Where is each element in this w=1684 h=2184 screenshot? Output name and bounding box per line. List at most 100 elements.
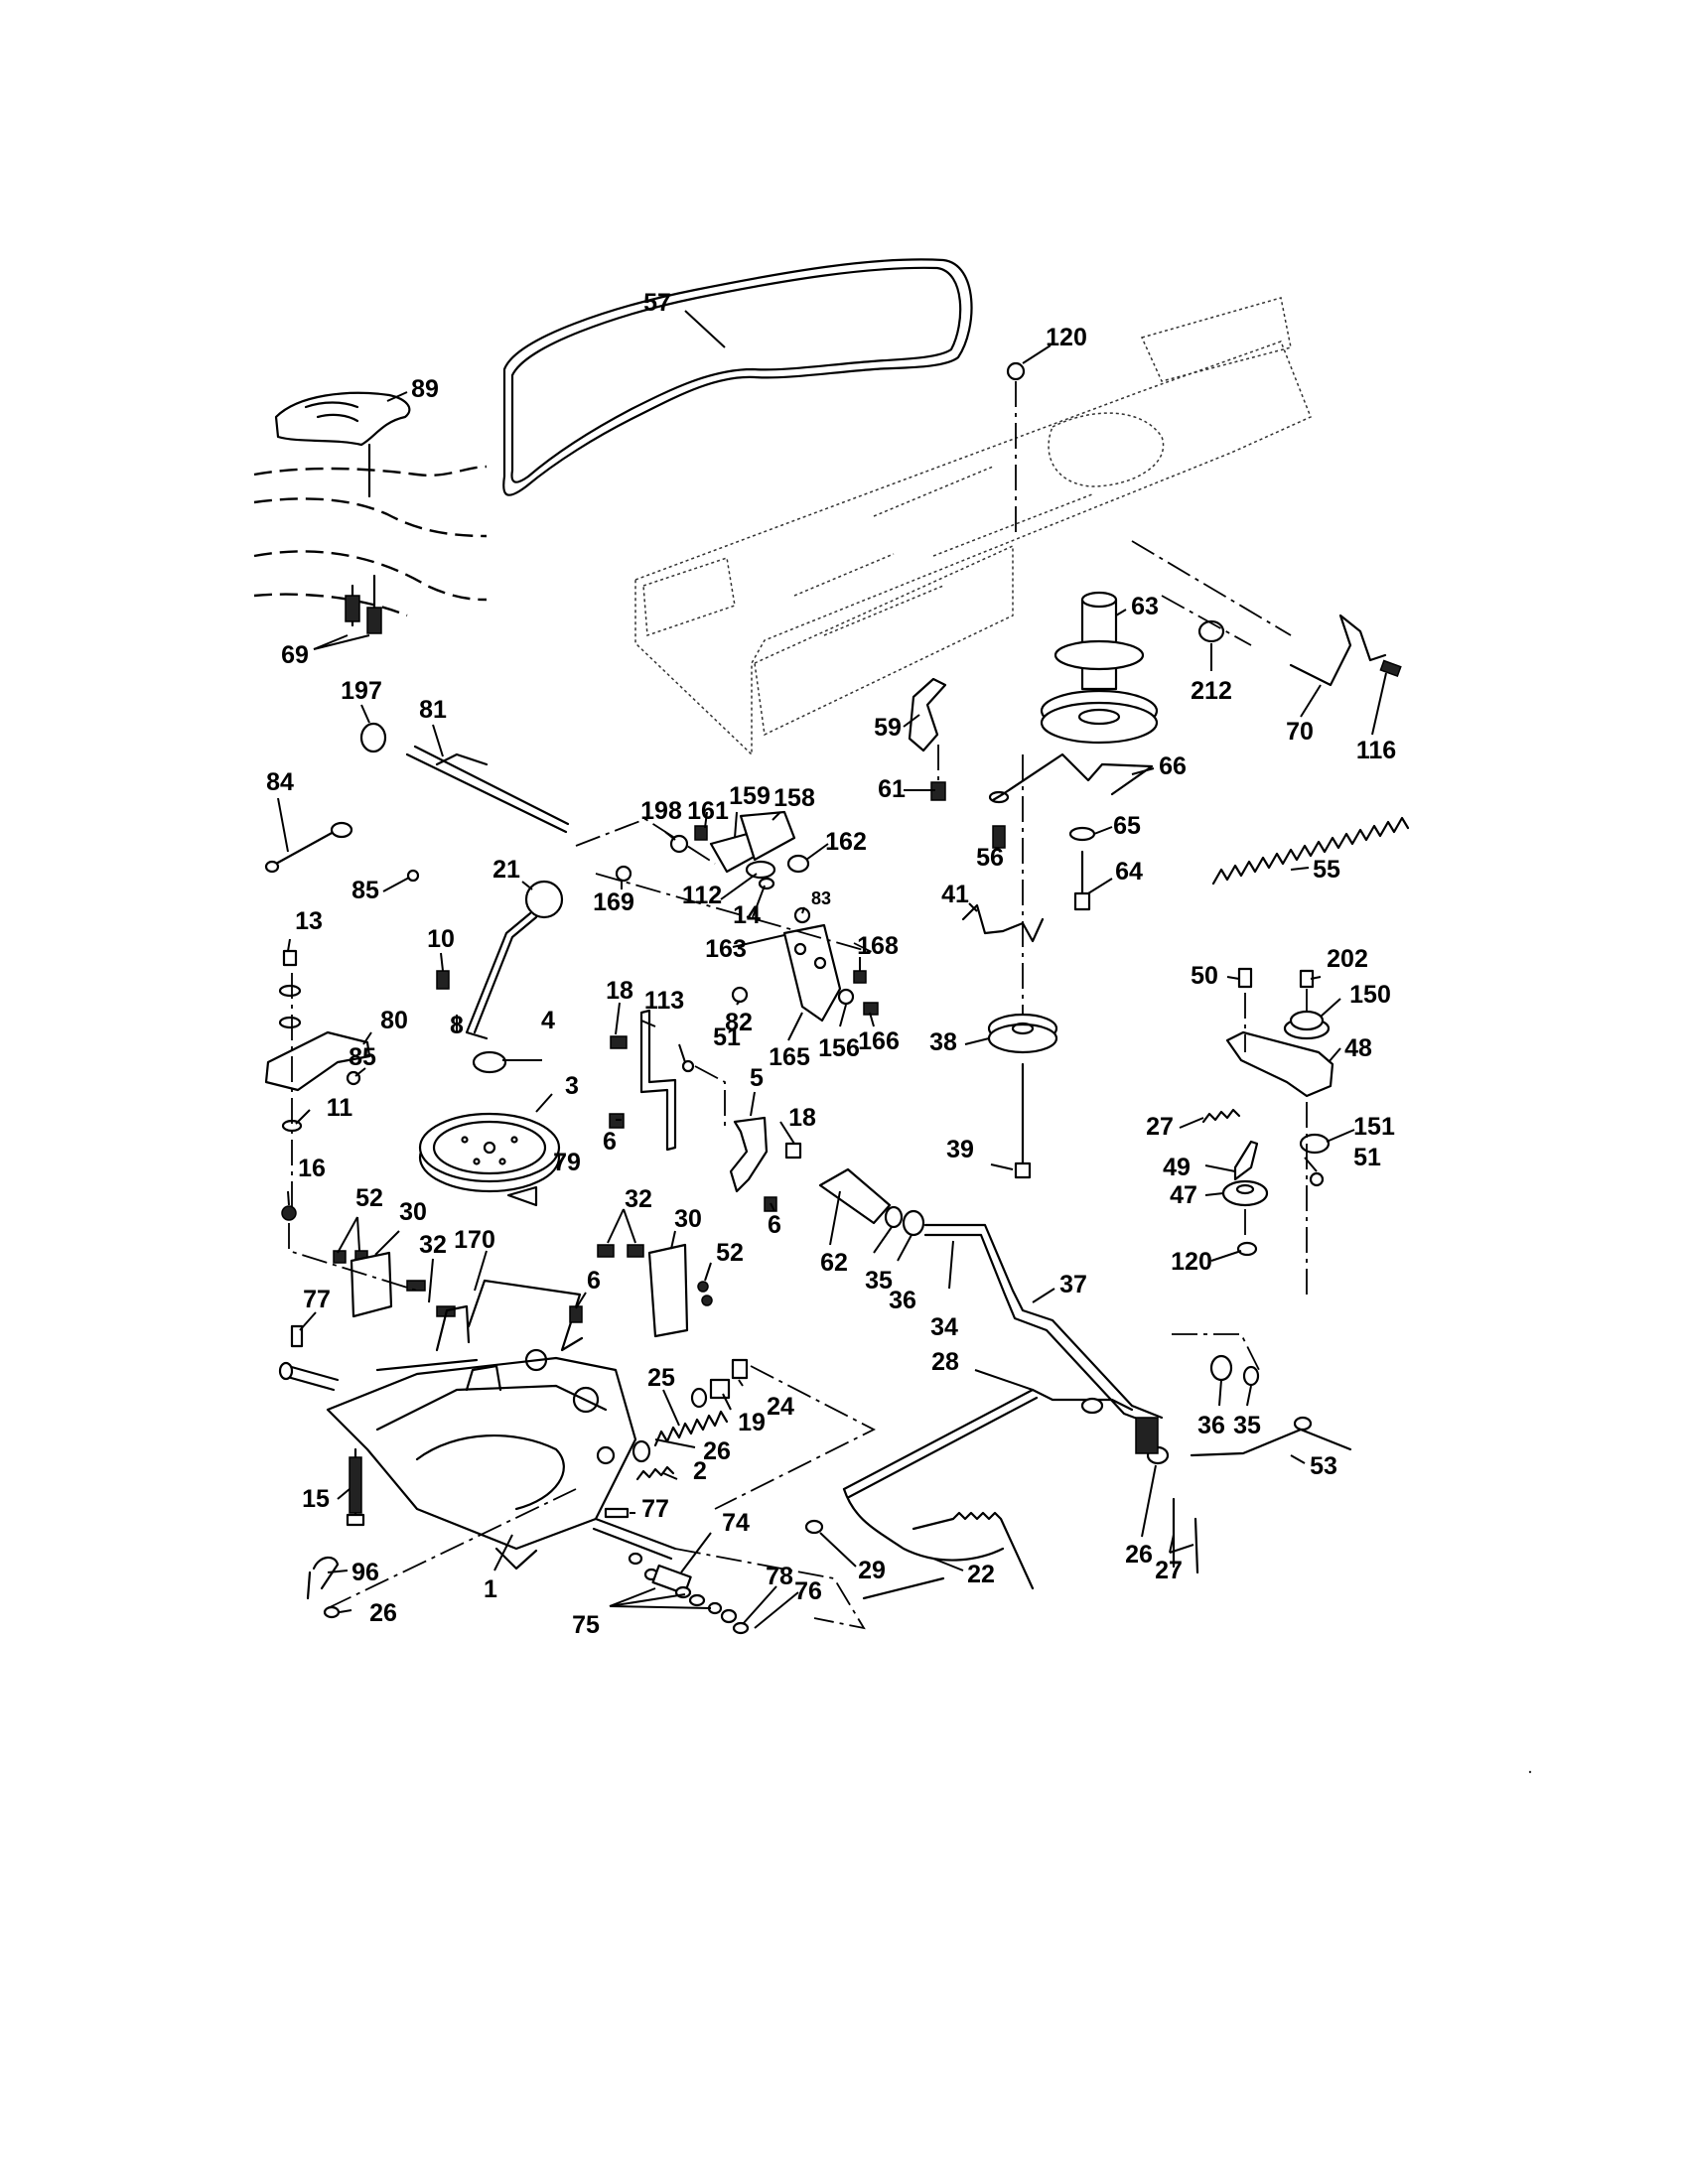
nut-120-top	[1006, 361, 1026, 381]
bracket-small	[1135, 1417, 1159, 1454]
callout-84: 84	[266, 768, 294, 796]
callout-51-a: 51	[713, 1024, 741, 1051]
bolt-18-b	[784, 1142, 802, 1160]
callout-70: 70	[1286, 718, 1314, 746]
bolt-50	[1237, 967, 1253, 989]
callout-47: 47	[1170, 1181, 1197, 1209]
callout-52-a: 52	[355, 1184, 383, 1212]
parts-artwork	[253, 258, 1410, 1635]
washer-26-a	[323, 1605, 341, 1619]
callout-79: 79	[553, 1149, 581, 1176]
nut-51-b	[1309, 1171, 1325, 1187]
callout-163: 163	[705, 935, 747, 963]
nut-24	[731, 1358, 749, 1380]
pin-96	[312, 1556, 340, 1590]
callout-159: 159	[729, 782, 771, 810]
callout-80: 80	[380, 1007, 408, 1034]
bolt-27-b	[1193, 1517, 1199, 1574]
shaft-spacers	[628, 1552, 750, 1635]
callout-48: 48	[1344, 1034, 1372, 1062]
callout-30-a: 30	[399, 1198, 427, 1226]
bolt-10	[436, 970, 450, 990]
callout-labels: 57 120 89 63 212 70 116 69 197 81 59 66 …	[266, 289, 1396, 1639]
spacer-151	[1299, 1133, 1331, 1155]
callout-74: 74	[722, 1509, 750, 1537]
spindle-pulley	[1040, 591, 1159, 745]
key-77-b	[604, 1507, 630, 1519]
callout-28: 28	[931, 1348, 959, 1376]
callout-2: 2	[693, 1457, 707, 1485]
callout-6-c: 6	[587, 1267, 601, 1295]
callout-19: 19	[738, 1409, 766, 1436]
callout-24: 24	[767, 1393, 794, 1421]
screw-56	[992, 825, 1006, 849]
callout-36-a: 36	[889, 1287, 916, 1314]
callout-26-b: 26	[1125, 1541, 1153, 1569]
callout-63: 63	[1131, 593, 1159, 620]
transaxle-1	[278, 1304, 677, 1570]
stray-dot	[1528, 1770, 1532, 1774]
callout-202: 202	[1327, 945, 1368, 973]
callout-10: 10	[427, 925, 455, 953]
callout-150: 150	[1349, 981, 1391, 1009]
callout-113: 113	[644, 987, 684, 1015]
callout-170: 170	[454, 1226, 495, 1254]
spring-2	[635, 1465, 675, 1481]
callout-166: 166	[858, 1027, 900, 1055]
callout-32-a: 32	[625, 1185, 652, 1213]
callout-27-b: 27	[1155, 1557, 1183, 1584]
callout-6-b: 6	[768, 1211, 781, 1239]
callout-29: 29	[858, 1557, 886, 1584]
bolt-168	[853, 970, 867, 984]
callout-116: 116	[1356, 737, 1396, 764]
callout-165: 165	[769, 1043, 810, 1071]
screw-116	[1379, 659, 1402, 678]
nut-52-c	[697, 1281, 709, 1293]
callout-66: 66	[1159, 752, 1187, 780]
callout-18-b: 18	[788, 1104, 816, 1132]
callout-26-a: 26	[703, 1437, 731, 1465]
nut-52-a	[333, 1250, 347, 1264]
bracket-48	[1225, 1030, 1334, 1098]
washer-36-a	[902, 1209, 925, 1237]
leader-lines	[277, 310, 1387, 1629]
callout-18-a: 18	[606, 977, 633, 1005]
callout-21: 21	[492, 856, 520, 884]
callout-197: 197	[341, 677, 382, 705]
bracket-41	[961, 903, 1045, 943]
spacer-19	[709, 1378, 731, 1400]
callout-51-b: 51	[1353, 1144, 1381, 1171]
shaft-34	[923, 1223, 1164, 1420]
callout-5: 5	[750, 1064, 764, 1092]
callout-77-b: 77	[641, 1495, 669, 1523]
callout-65: 65	[1113, 812, 1141, 840]
callout-38: 38	[929, 1028, 957, 1056]
bolt-32-d	[627, 1244, 644, 1258]
washer-112	[278, 1016, 302, 1029]
snap-ring-4	[472, 1050, 507, 1074]
callout-55: 55	[1313, 856, 1340, 884]
bolt-32-c	[597, 1244, 615, 1258]
callout-56: 56	[976, 844, 1004, 872]
transmission-pulley-3	[418, 1112, 561, 1193]
callout-76: 76	[794, 1577, 822, 1605]
callout-26-c: 26	[369, 1599, 397, 1627]
callout-62: 62	[820, 1249, 848, 1277]
callout-81: 81	[419, 696, 447, 724]
callout-22: 22	[967, 1561, 995, 1588]
callout-64: 64	[1115, 858, 1143, 886]
console-cover	[253, 391, 488, 617]
shaft-81	[359, 722, 570, 834]
nut-82	[731, 986, 749, 1004]
nut-169	[615, 865, 632, 883]
drive-belt	[502, 258, 973, 496]
callout-61: 61	[878, 775, 906, 803]
callout-4: 4	[541, 1007, 555, 1034]
callout-156: 156	[818, 1034, 860, 1062]
callout-83: 83	[811, 888, 831, 908]
callout-59: 59	[874, 714, 902, 742]
callout-27-a: 27	[1146, 1113, 1174, 1141]
callout-120-bottom: 120	[1171, 1248, 1212, 1276]
callout-168: 168	[857, 932, 899, 960]
